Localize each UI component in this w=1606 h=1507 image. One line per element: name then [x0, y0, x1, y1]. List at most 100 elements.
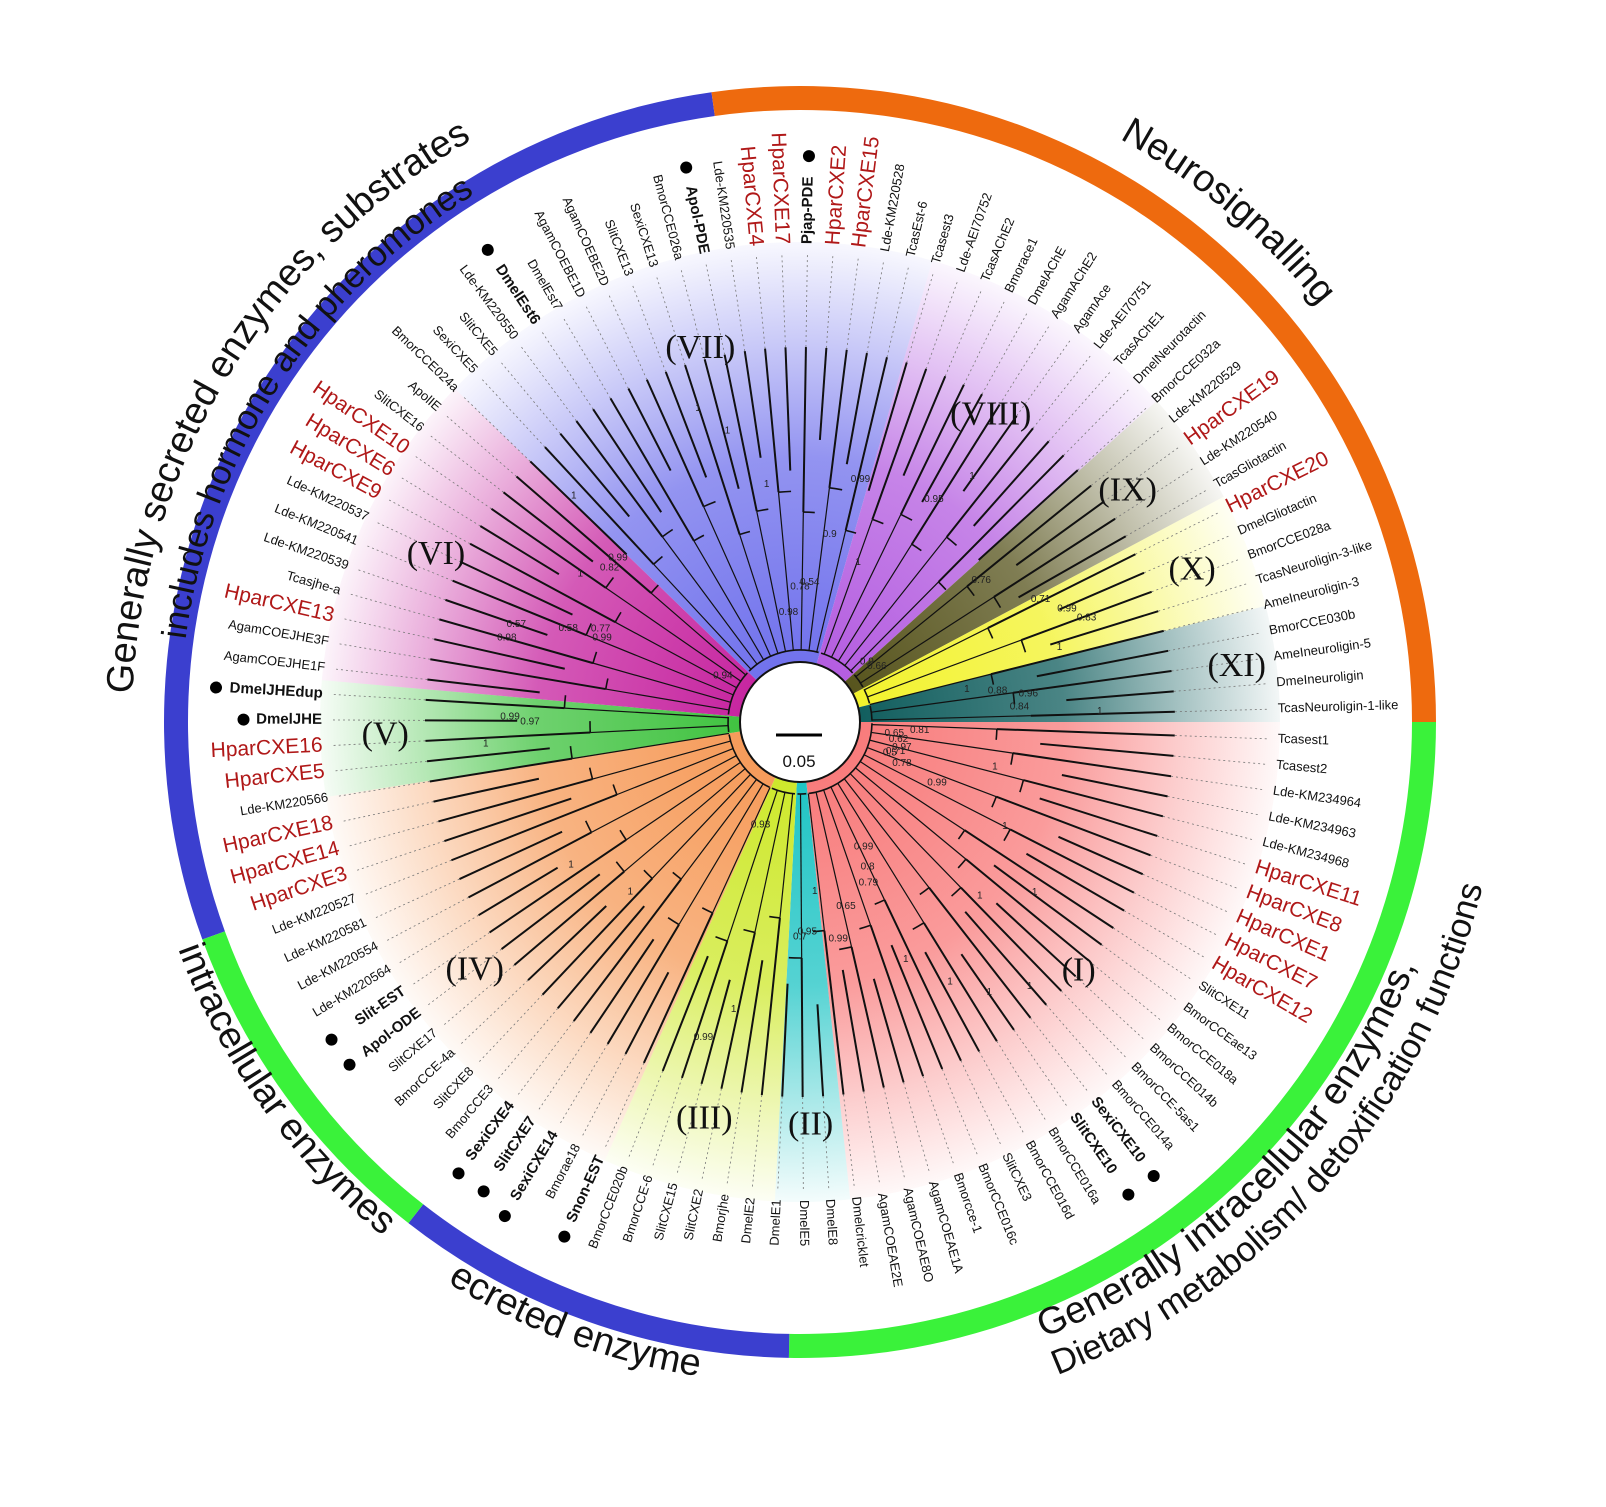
leaf-branch: [1020, 590, 1153, 641]
leaf-branch: [452, 579, 587, 636]
internal-branch: [808, 487, 831, 651]
leaf-guide-line: [781, 252, 786, 348]
leaf-label: Bmorcce-1: [951, 1171, 986, 1235]
bootstrap-label: 0.88: [988, 685, 1008, 696]
leaf-label: DmelE8: [823, 1199, 841, 1246]
leaf-branch: [459, 830, 563, 880]
marker-dot-icon: [325, 1033, 338, 1046]
leaf-branch: [444, 797, 572, 842]
leaf-guide-line: [631, 283, 667, 372]
leaf-label: BmorCCE-5as1: [1128, 1059, 1202, 1135]
marker-dot-icon: [498, 1210, 511, 1223]
internal-branch: [859, 761, 965, 831]
bootstrap-label: 0.98: [779, 607, 799, 618]
leaf-guide-line: [1101, 944, 1179, 1002]
leaf-guide-line: [1173, 683, 1269, 692]
leaf-guide-line: [1167, 795, 1261, 816]
leaf-branch: [460, 561, 573, 616]
clade-node-arc: [728, 734, 770, 788]
clade-label: (XI): [1207, 647, 1266, 684]
leaf-branch: [993, 864, 1103, 946]
leaf-branch: [589, 938, 655, 1034]
leaf-branch: [845, 352, 868, 465]
internal-branch: [871, 731, 1014, 754]
leaf-item: BmorCCE-5as1: [1128, 1059, 1202, 1135]
leaf-guide-line: [1158, 582, 1250, 612]
leaf-branch: [478, 866, 559, 917]
internal-branch: [815, 792, 853, 948]
leaf-branch: [1061, 774, 1168, 798]
leaf-branch: [703, 359, 740, 489]
leaf-guide-line: [883, 1087, 906, 1181]
leaf-branch: [1013, 670, 1172, 694]
leaf-guide-line: [755, 254, 766, 349]
clade-label: (I): [1062, 952, 1096, 989]
leaf-guide-line: [963, 299, 1006, 385]
leaf-guide-line: [410, 932, 490, 987]
leaf-item: DmelE2: [738, 1197, 758, 1245]
clade-label: (VIII): [950, 395, 1031, 432]
clade-node-arc: [820, 652, 854, 674]
leaf-guide-line: [516, 1020, 575, 1098]
leaf-guide-line: [1135, 511, 1221, 555]
bootstrap-label: 0.98: [497, 633, 517, 644]
node-arc: [588, 767, 594, 780]
marker-dot-icon: [452, 1167, 465, 1180]
node-arc: [715, 936, 728, 942]
bootstrap-label: 0.54: [800, 577, 820, 588]
internal-branch: [867, 747, 997, 798]
leaf-guide-line: [441, 964, 515, 1027]
bootstrap-label: 1: [1027, 981, 1033, 992]
bootstrap-label: 0.94: [713, 670, 733, 681]
leaf-branch: [1066, 690, 1174, 702]
leaf-branch: [609, 397, 695, 542]
leaf-label: AmeIneuroligin-5: [1272, 635, 1371, 663]
internal-branch: [860, 596, 995, 684]
leaf-guide-line: [373, 878, 460, 920]
internal-branch: [823, 519, 873, 655]
bootstrap-label: 1: [483, 739, 489, 750]
node-arc: [912, 922, 925, 931]
tree-branches: [330, 252, 1270, 1192]
leaf-guide-line: [499, 360, 561, 434]
leaf-guide-line: [978, 1051, 1025, 1136]
leaf-branch: [910, 404, 1001, 545]
leaf-guide-line: [651, 1077, 683, 1169]
leaf-guide-line: [825, 253, 834, 348]
internal-branch: [843, 778, 930, 889]
leaf-label: DmelE1: [767, 1199, 784, 1246]
bootstrap-label: 0.96: [1019, 689, 1039, 700]
leaf-branch: [438, 778, 593, 823]
marker-dot-icon: [1147, 1169, 1160, 1182]
bootstrap-label: 0.95: [924, 494, 944, 505]
leaf-branch: [871, 368, 928, 520]
leaf-label: DmelE5: [797, 1200, 812, 1246]
bootstrap-label: 1: [1002, 821, 1008, 832]
leaf-branch: [823, 930, 845, 1095]
leaf-guide-line: [425, 948, 502, 1007]
leaf-branch: [965, 858, 1090, 962]
clade-label: (X): [1169, 550, 1216, 587]
leaf-guide-line: [863, 1091, 881, 1186]
leaf-branch: [966, 484, 1092, 588]
leaf-guide-line: [1174, 708, 1270, 713]
clade-node-arc: [853, 674, 864, 688]
internal-branch: [864, 627, 989, 691]
bootstrap-label: 0.57: [507, 619, 527, 630]
leaf-label: DmelJHE: [256, 711, 322, 728]
leaf-item: Tcasest2: [1275, 757, 1327, 777]
leaf-branch: [469, 542, 616, 624]
leaf-label: Apol-PDE: [682, 184, 713, 255]
clade-sector: [806, 722, 1280, 1200]
leaf-branch: [781, 983, 789, 1097]
leaf-guide-line: [1030, 1017, 1090, 1094]
leaf-guide-line: [1077, 405, 1149, 471]
leaf-branch: [529, 460, 628, 556]
leaf-guide-line: [1162, 815, 1255, 841]
leaf-branch: [816, 1004, 825, 1097]
leaf-label: DmelJHEdup: [229, 679, 323, 701]
leaf-guide-line: [347, 593, 440, 620]
leaf-branch: [1049, 610, 1159, 646]
internal-branch: [726, 790, 778, 942]
leaf-guide-line: [866, 259, 885, 354]
